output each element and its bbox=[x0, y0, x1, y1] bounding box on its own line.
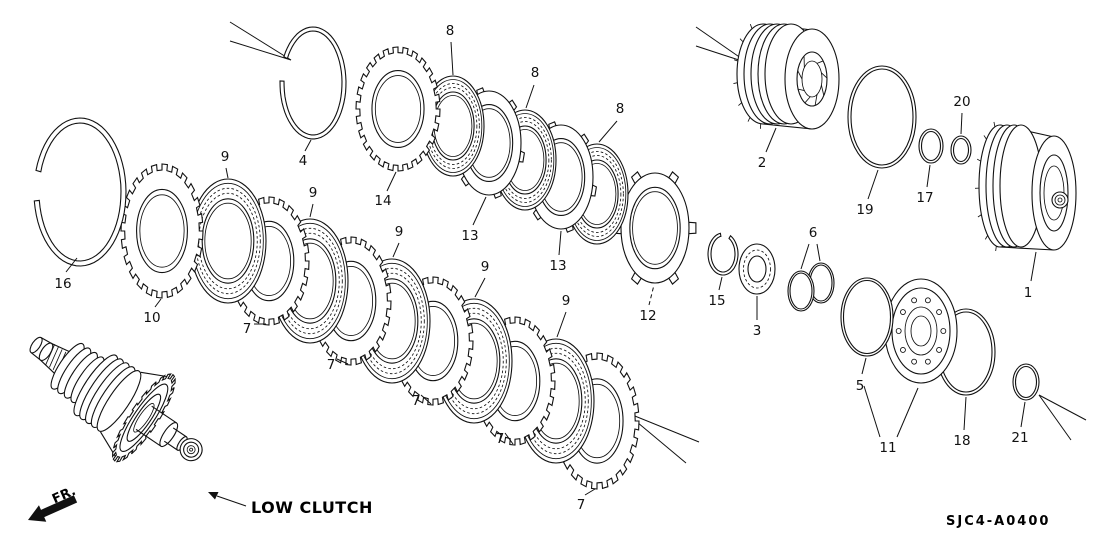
callout-part-7-1: 7 bbox=[243, 321, 252, 337]
callout-part-4: 4 bbox=[299, 153, 308, 169]
part-14-toothed-plate bbox=[355, 46, 441, 172]
part-1-clutch-drum bbox=[974, 121, 1077, 252]
part-21-o-ring bbox=[1012, 363, 1040, 401]
part-3-seal-ring bbox=[738, 243, 776, 295]
callout-part-9-5: 9 bbox=[562, 293, 571, 309]
part-4-snap-ring bbox=[279, 26, 347, 140]
callout-part-20: 20 bbox=[953, 94, 970, 110]
callout-part-8-1: 8 bbox=[446, 23, 455, 39]
callout-part-3: 3 bbox=[753, 323, 762, 339]
fr-direction-arrow bbox=[28, 495, 78, 522]
part-16-snap-ring bbox=[33, 117, 127, 267]
part-11-spring-retainer bbox=[884, 278, 958, 384]
callout-part-8-2: 8 bbox=[531, 65, 540, 81]
callout-part-5: 5 bbox=[856, 378, 865, 394]
callout-part-2: 2 bbox=[758, 155, 767, 171]
part-17-ring bbox=[918, 128, 944, 164]
callout-part-9-2: 9 bbox=[309, 185, 318, 201]
callout-part-19: 19 bbox=[856, 202, 873, 218]
callout-part-9-4: 9 bbox=[481, 259, 490, 275]
callout-part-18: 18 bbox=[953, 433, 970, 449]
part-20-ring bbox=[950, 135, 972, 165]
callout-part-21: 21 bbox=[1011, 430, 1028, 446]
callout-part-17: 17 bbox=[916, 190, 933, 206]
part-12-end-plate bbox=[613, 171, 697, 285]
part-15-snap-ring bbox=[707, 232, 739, 276]
diagram-code: SJC4-A0400 bbox=[946, 514, 1051, 529]
callout-part-7-3: 7 bbox=[412, 393, 421, 409]
callout-part-6: 6 bbox=[809, 225, 818, 241]
part-10-toothed-plate bbox=[120, 163, 204, 299]
part-6-o-ring-a bbox=[787, 270, 815, 312]
callout-part-1: 1 bbox=[1024, 285, 1033, 301]
callout-part-7-2: 7 bbox=[327, 357, 336, 373]
assembly-label: LOW CLUTCH bbox=[251, 498, 373, 517]
callout-part-11: 11 bbox=[879, 440, 896, 456]
callout-part-9-1: 9 bbox=[221, 149, 230, 165]
callout-leaders bbox=[65, 41, 1037, 496]
callout-part-10: 10 bbox=[143, 310, 160, 326]
callout-part-14: 14 bbox=[374, 193, 391, 209]
low-clutch-leader bbox=[208, 492, 247, 507]
callout-part-7-4: 7 bbox=[496, 431, 505, 447]
callout-part-16: 16 bbox=[54, 276, 71, 292]
part-5-o-ring bbox=[840, 277, 894, 357]
callout-part-15: 15 bbox=[708, 293, 725, 309]
callout-part-8-3: 8 bbox=[616, 101, 625, 117]
part-9-friction-disc-1 bbox=[189, 178, 267, 304]
low-clutch-assembly bbox=[29, 336, 203, 463]
callout-part-9-3: 9 bbox=[395, 224, 404, 240]
callout-part-7-5: 7 bbox=[577, 497, 586, 513]
callout-part-12: 12 bbox=[639, 308, 656, 324]
part-19-o-ring bbox=[847, 65, 917, 169]
callout-part-13-1: 13 bbox=[461, 228, 478, 244]
callout-part-13-2: 13 bbox=[549, 258, 566, 274]
part-2-clutch-drum bbox=[733, 23, 840, 130]
callout-labels: 16 10 9 9 9 9 9 7 7 7 7 7 4 14 8 8 8 13 13 12 2 19 17 20 1 15 3 6 5 1… bbox=[54, 23, 1032, 513]
